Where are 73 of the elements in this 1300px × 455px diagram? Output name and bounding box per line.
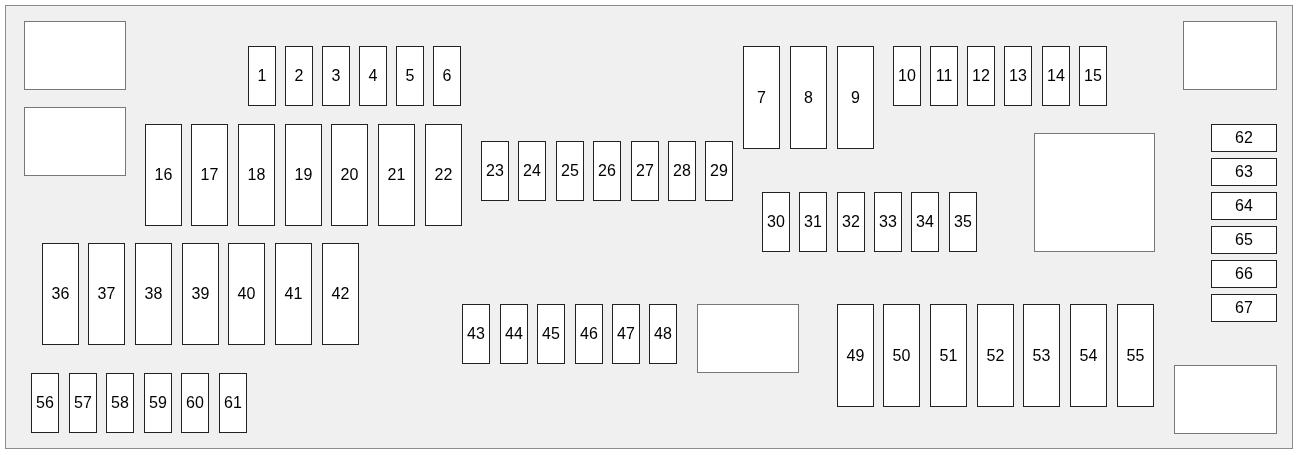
fuse-slot: 55 [1117,304,1154,407]
fuse-slot: 10 [893,46,921,106]
fuse-slot: 49 [837,304,874,407]
relay-slot [1183,21,1277,90]
fuse-slot: 66 [1211,260,1277,288]
fuse-slot: 40 [228,243,265,345]
fuse-slot: 29 [705,141,733,201]
fuse-slot: 25 [556,141,584,201]
fuse-slot: 7 [743,46,780,149]
fuse-slot: 17 [191,124,228,226]
fuse-slot: 36 [42,243,79,345]
fuse-slot: 57 [69,373,97,433]
fuse-slot: 39 [182,243,219,345]
fuse-slot: 11 [930,46,958,106]
relay-slot [697,304,799,373]
relay-slot [24,21,126,90]
fuse-slot: 46 [575,304,603,364]
fuse-slot: 4 [359,46,387,106]
fuse-slot: 50 [883,304,920,407]
fuse-slot: 22 [425,124,462,226]
fuse-slot: 27 [631,141,659,201]
fuse-slot: 26 [593,141,621,201]
fuse-slot: 2 [285,46,313,106]
fuse-slot: 34 [911,192,939,252]
fuse-slot: 63 [1211,158,1277,186]
fuse-slot: 24 [518,141,546,201]
fuse-slot: 23 [481,141,509,201]
fuse-slot: 3 [322,46,350,106]
fuse-slot: 33 [874,192,902,252]
fuse-slot: 47 [612,304,640,364]
fuse-slot: 51 [930,304,967,407]
fuse-slot: 35 [949,192,977,252]
fuse-slot: 20 [331,124,368,226]
fuse-slot: 9 [837,46,874,149]
fuse-slot: 21 [378,124,415,226]
fuse-slot: 30 [762,192,790,252]
fuse-slot: 67 [1211,294,1277,322]
fuse-slot: 59 [144,373,172,433]
fuse-slot: 32 [837,192,865,252]
fuse-slot: 5 [396,46,424,106]
fuse-slot: 28 [668,141,696,201]
fuse-slot: 45 [537,304,565,364]
fuse-slot: 8 [790,46,827,149]
fuse-slot: 6 [433,46,461,106]
fuse-slot: 14 [1042,46,1070,106]
fuse-slot: 53 [1023,304,1060,407]
fuse-slot: 13 [1004,46,1032,106]
fuse-slot: 56 [31,373,59,433]
fuse-slot: 44 [500,304,528,364]
fuse-slot: 37 [88,243,125,345]
fuse-slot: 16 [145,124,182,226]
fuse-slot: 18 [238,124,275,226]
fuse-slot: 62 [1211,124,1277,152]
relay-slot [1034,133,1155,252]
fuse-slot: 15 [1079,46,1107,106]
fuse-slot: 54 [1070,304,1107,407]
fuse-slot: 1 [248,46,276,106]
fuse-slot: 43 [462,304,490,364]
fuse-slot: 65 [1211,226,1277,254]
fuse-slot: 31 [799,192,827,252]
relay-slot [1174,365,1277,434]
fuse-slot: 42 [322,243,359,345]
fuse-slot: 12 [967,46,995,106]
fuse-slot: 41 [275,243,312,345]
fuse-slot: 64 [1211,192,1277,220]
fuse-slot: 38 [135,243,172,345]
fuse-slot: 61 [219,373,247,433]
fuse-slot: 19 [285,124,322,226]
fuse-slot: 48 [649,304,677,364]
fuse-slot: 58 [106,373,134,433]
fuse-slot: 52 [977,304,1014,407]
fuse-slot: 60 [181,373,209,433]
relay-slot [24,107,126,176]
